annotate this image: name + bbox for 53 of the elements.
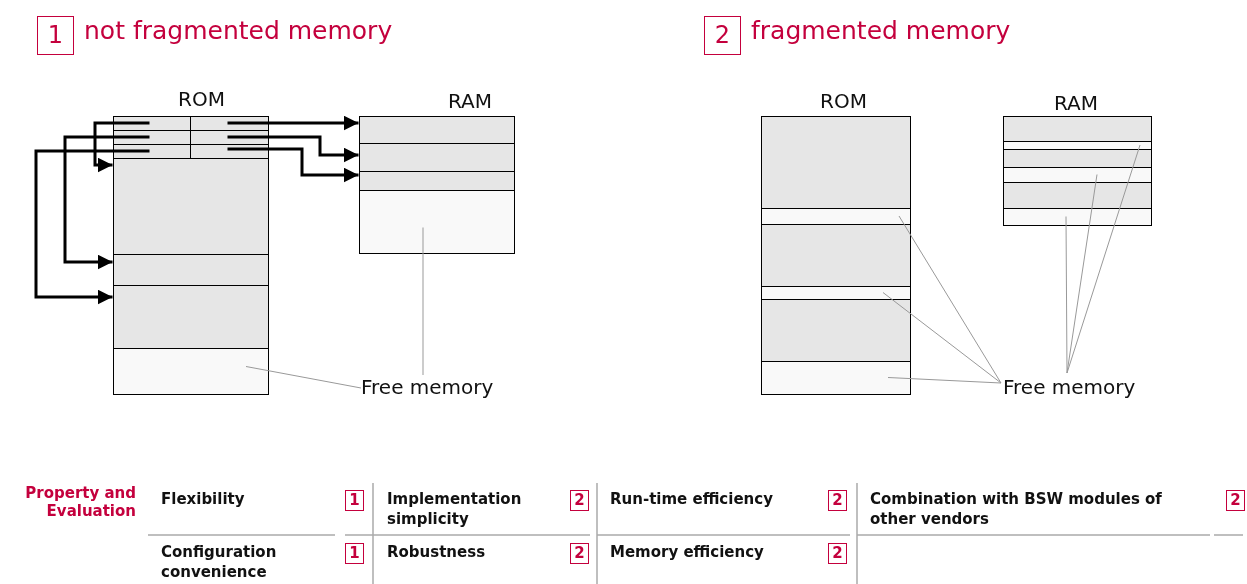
used-memory-segment [760, 298, 911, 362]
used-memory-segment [112, 157, 269, 255]
memory-heading: RAM [1054, 91, 1099, 115]
section-title: not fragmented memory [84, 16, 394, 45]
free-memory-segment [112, 347, 269, 395]
free-memory-label: Free memory [361, 375, 521, 401]
evaluation-marker: 2 [828, 543, 847, 564]
property-name: Implementation simplicity [387, 490, 523, 529]
evaluation-marker: 1 [345, 543, 364, 564]
number-marker: 1 [37, 16, 74, 55]
evaluation-marker: 2 [828, 490, 847, 511]
number-marker: 2 [704, 16, 741, 55]
leader-line [422, 227, 424, 376]
used-memory-segment [358, 142, 515, 172]
used-memory-segment [358, 115, 515, 144]
property-name: Run-time efficiency [610, 490, 774, 510]
arrow [93, 121, 150, 173]
property-name: Configuration convenience [161, 543, 278, 582]
property-name: Combination with BSW modules of other vendors [870, 490, 1163, 529]
arrow [227, 135, 359, 163]
leader-line [898, 215, 1002, 384]
free-memory-segment [358, 189, 515, 254]
memory-heading: ROM [820, 89, 867, 113]
used-memory-segment [112, 284, 269, 349]
evaluation-marker: 2 [570, 490, 589, 511]
leader-line [887, 377, 1002, 384]
used-memory-segment [1002, 181, 1152, 209]
used-memory-segment [112, 115, 191, 131]
evaluation-marker: 2 [1226, 490, 1245, 511]
free-memory-segment [760, 360, 911, 395]
arrow [63, 135, 150, 270]
evaluation-marker: 2 [570, 543, 589, 564]
arrow [227, 147, 359, 183]
leader-line [245, 366, 362, 389]
property-name: Robustness [387, 543, 487, 563]
used-memory-segment [189, 115, 269, 131]
section-title: fragmented memory [751, 16, 1012, 45]
used-memory-segment [760, 223, 911, 287]
used-memory-segment [760, 115, 911, 209]
row-heading: Property and Evaluation [24, 484, 136, 520]
property-name: Flexibility [161, 490, 246, 510]
used-memory-segment [358, 170, 515, 191]
memory-heading: RAM [448, 89, 493, 113]
used-memory-segment [1002, 115, 1152, 142]
leader-line [1065, 216, 1068, 374]
free-memory-label: Free memory [1003, 375, 1163, 401]
arrow [227, 115, 359, 131]
memory-heading: ROM [178, 87, 225, 111]
property-name: Memory efficiency [610, 543, 765, 563]
used-memory-segment [112, 253, 269, 286]
arrow [34, 149, 150, 305]
leader-line [882, 292, 1002, 384]
evaluation-marker: 1 [345, 490, 364, 511]
